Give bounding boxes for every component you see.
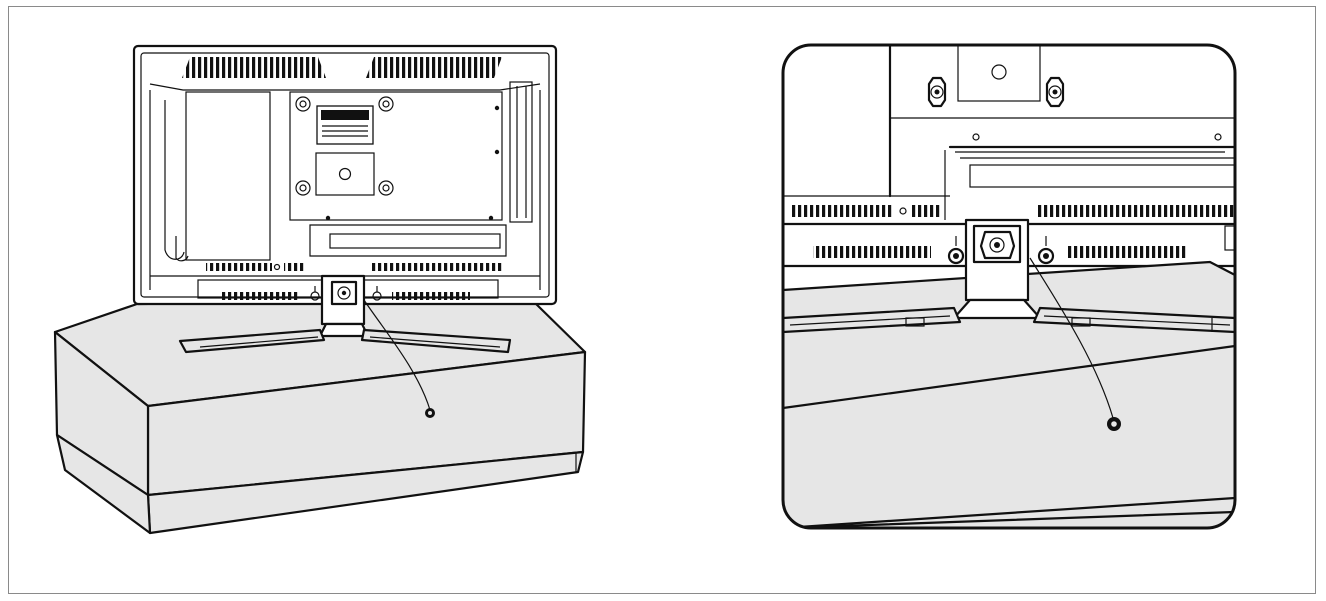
safety-strap-detail — [1029, 257, 1121, 431]
bottom-screw-hole-left — [947, 236, 965, 265]
vesa-screw-right — [1045, 76, 1065, 108]
safety-strap — [363, 299, 435, 418]
vesa-screw-left — [927, 76, 947, 108]
stand-base-right-leg — [360, 328, 512, 354]
right-panel-inset — [781, 43, 1237, 530]
tv-stand — [178, 274, 512, 354]
inset-border — [781, 43, 1237, 530]
top-vent-right — [366, 57, 502, 78]
tv-cabinet — [53, 298, 587, 535]
stand-base-left-leg — [178, 328, 326, 354]
figure-frame — [8, 6, 1316, 594]
tv-rear — [132, 44, 558, 306]
vesa-plate — [315, 152, 375, 196]
cabinet-base-left — [55, 433, 152, 535]
bottom-screw-hole-right — [1037, 236, 1055, 265]
top-vent-left — [182, 57, 326, 78]
stand-neck-detail — [952, 218, 1042, 320]
left-panel — [53, 44, 587, 535]
